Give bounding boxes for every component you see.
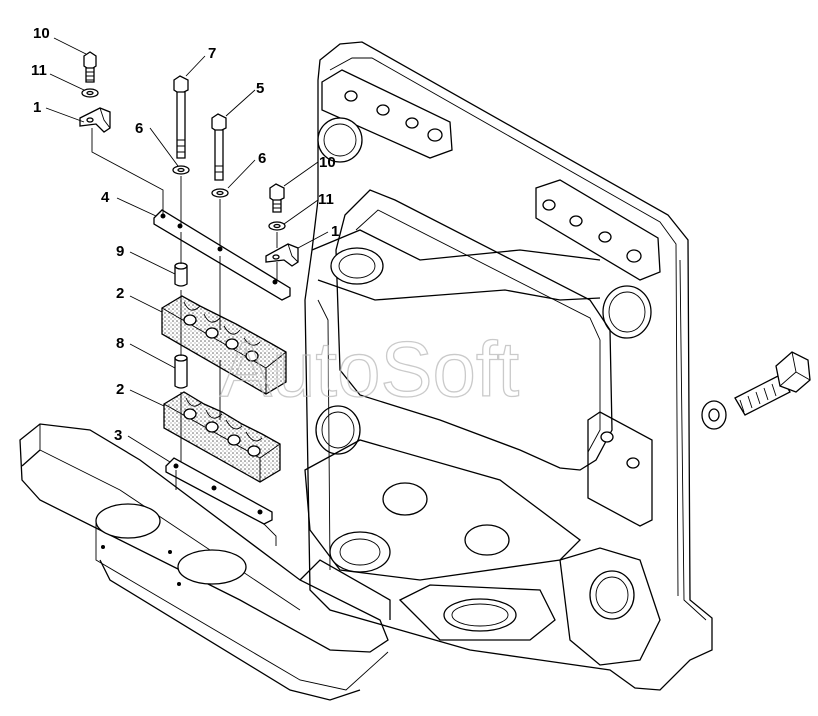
lower-mounting-beam bbox=[19, 423, 391, 701]
callout-5: 5 bbox=[256, 80, 264, 97]
upper-plate-4 bbox=[153, 209, 291, 301]
callout-6: 6 bbox=[258, 150, 266, 167]
spacer-sleeve-8 bbox=[174, 354, 188, 389]
left-bolt-10 bbox=[83, 51, 97, 83]
callout-10: 10 bbox=[33, 25, 50, 42]
long-bolt-7 bbox=[173, 75, 189, 159]
right-clamp-1 bbox=[265, 243, 299, 267]
callout-8: 8 bbox=[116, 335, 124, 352]
support-frame bbox=[304, 41, 713, 691]
left-washer-11 bbox=[81, 88, 99, 98]
right-bolt-10 bbox=[269, 183, 285, 213]
washer-6-right bbox=[211, 188, 229, 198]
hose-clamp-block-2-lower bbox=[163, 391, 281, 483]
left-clamp-1 bbox=[79, 107, 111, 133]
callout-1: 1 bbox=[33, 99, 41, 116]
hose-clamp-block-2-upper bbox=[161, 295, 287, 395]
callout-9: 9 bbox=[116, 243, 124, 260]
callout-3: 3 bbox=[114, 427, 122, 444]
callout-labels: 10 11 1 7 5 6 6 10 11 1 4 9 2 8 2 3 bbox=[31, 25, 339, 444]
callout-11: 11 bbox=[31, 62, 47, 79]
callout-6: 6 bbox=[135, 120, 143, 137]
callout-1: 1 bbox=[331, 223, 339, 240]
mounting-bolt-and-washer bbox=[701, 351, 811, 430]
bolt-5 bbox=[211, 113, 227, 181]
right-washer-11 bbox=[268, 221, 286, 231]
watermark: AutoSoft bbox=[220, 325, 520, 413]
callout-4: 4 bbox=[101, 189, 110, 206]
assembly-guide-lines bbox=[91, 128, 278, 546]
lower-plate-3 bbox=[165, 457, 273, 525]
callout-11: 11 bbox=[318, 191, 334, 208]
spacer-sleeve-9 bbox=[174, 262, 188, 287]
washer-6-left bbox=[172, 165, 190, 175]
callout-2: 2 bbox=[116, 381, 124, 398]
callout-2: 2 bbox=[116, 285, 124, 302]
leader-lines bbox=[45, 37, 329, 463]
callout-10: 10 bbox=[319, 154, 336, 171]
callout-7: 7 bbox=[208, 45, 216, 62]
